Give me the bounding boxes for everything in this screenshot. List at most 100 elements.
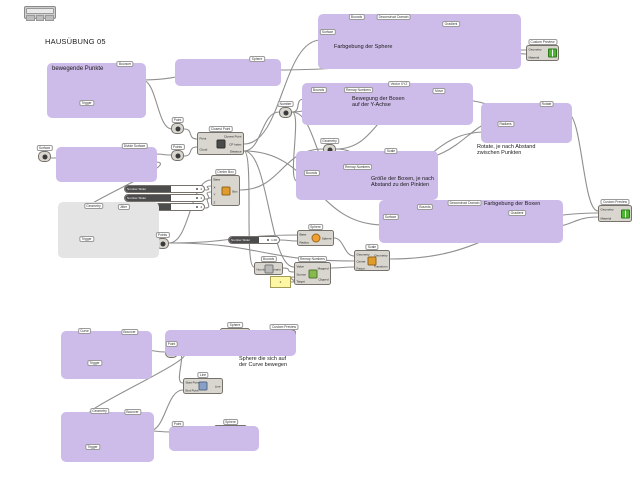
comp-decon-sphere-tag: Deconstruct Domain [376,13,411,20]
param-surface-tag: Surface [36,144,53,151]
slider-track[interactable]: 4 [171,186,204,192]
widget-titlebar [26,8,54,14]
slider-grip[interactable] [195,187,199,191]
param-bottom-point-tag: Point [171,420,184,427]
slider-track[interactable]: 4 [171,195,204,201]
param-box-tag: Geometry [319,137,340,144]
out-port-label: Sphere [321,236,332,241]
slider-grip[interactable] [195,205,199,209]
wire [291,111,298,182]
slider-grip[interactable] [266,238,270,242]
panel-sphere-scale[interactable]: 2 [270,276,291,288]
comp-move-tag: Move [432,87,446,94]
group-sphere-bottom[interactable] [169,426,259,451]
comp-radians-tag: Radians [496,120,515,127]
comp-decon-boxcolor-tag: Deconstruct Domain [447,199,482,206]
widget-buttons[interactable] [26,15,55,21]
group-bewegende-punkte[interactable] [47,63,146,118]
caption-bewegung-boxen: Bewegung der Boxen auf der Y-Achse [352,96,405,109]
comp-line-tag: Line [197,371,209,378]
comp-line-icon [198,381,208,391]
slider-track[interactable]: 4 [171,204,204,210]
caption-sphere-curve: Sphere die sich auf der Curve bewegen [239,356,288,369]
in-port-label: End Point [185,388,199,393]
in-port-label: Target [296,279,305,284]
caption-groesse-boxen: Größe der Boxen, je nach Abstand zu den … [371,176,434,189]
slider-value: 4 [200,186,202,191]
slider-value: 4 [200,195,202,200]
wire [279,239,298,242]
comp-sphere-curve-tag: Sphere [227,321,243,328]
param-dot [283,110,288,115]
out-port-label: Closest Point [223,134,242,139]
comp-sphere-bottom-tag: Sphere [222,418,239,425]
param-dot [327,147,332,152]
in-port-label: Factor [356,266,366,270]
out-port-label: Domain [270,267,281,271]
in-port-label: Z [213,200,216,205]
caption-rotate: Rotate, je nach Abstand zwischen Punkten [477,144,536,157]
slider-value: 4 [200,204,202,209]
comp-bounds-sphere-scale-tag: Bounds [260,255,277,262]
param-srf-sphere-tag: Surface [319,28,336,35]
canvas-widget[interactable] [24,6,56,21]
grad-sphere-tag: Gradient [442,20,460,27]
param-dot [175,153,180,158]
group-divide-surface[interactable] [56,147,157,182]
comp-bouncer-tag: Bouncer [116,60,134,67]
in-port-label: Y [213,192,216,197]
param-dot [160,241,165,246]
page-title: HAUSÜBUNG 05 [45,37,106,46]
slider-track[interactable]: 1.00 [259,237,279,243]
param-surface[interactable] [38,151,51,162]
preview-box-tag: Custom Preview [600,198,630,205]
group-sphere-top[interactable] [175,59,281,86]
trigger-jitter2-tag: Trigger [84,443,101,450]
trigger-walker-tag: Trigger [86,359,103,366]
slider-name: Number Slider [125,195,172,201]
comp-scale-box-tag: Scale [384,147,398,154]
slider-box-y[interactable]: Number Slider 4 [124,194,205,202]
group-sphere-curve[interactable] [165,330,296,356]
comp-remap-sphere-scale-icon [308,269,317,278]
preview-shader-icon [547,48,557,58]
comp-walker-tag: Bouncer [120,328,139,335]
group-farbgebung-sphere[interactable] [318,14,521,69]
wire [183,146,198,157]
param-curve-tag: Curve [77,327,92,334]
out-port-label: Line [214,384,221,389]
group-rotate[interactable] [481,103,572,143]
wire [282,267,295,273]
slider-grip[interactable] [195,196,199,200]
group-jitter[interactable] [58,202,159,258]
group-farbgebung-boxen[interactable] [379,200,563,243]
param-point-tag: Point [171,116,184,123]
param-point[interactable] [171,123,184,134]
param-points-tag: Points [170,143,185,150]
param-distance[interactable] [279,107,292,118]
comp-bounds-sphere-tag: Bounds [348,13,365,20]
group-groesse-boxen[interactable] [296,151,438,200]
group-jitter-2[interactable] [61,412,154,462]
group-walker[interactable] [61,331,152,379]
preview-sphere-tag: Custom Preview [527,38,558,45]
wire [183,128,198,140]
comp-bounds-scale-tag: Bounds [303,169,320,176]
comp-sphere-points-icon [311,233,320,243]
wire [330,266,355,269]
param-points[interactable] [171,150,184,161]
preview-sphere-curve-tag: Custom Preview [269,323,299,330]
caption-farbgebung-boxen: Farbgebung der Boxen [484,201,541,207]
